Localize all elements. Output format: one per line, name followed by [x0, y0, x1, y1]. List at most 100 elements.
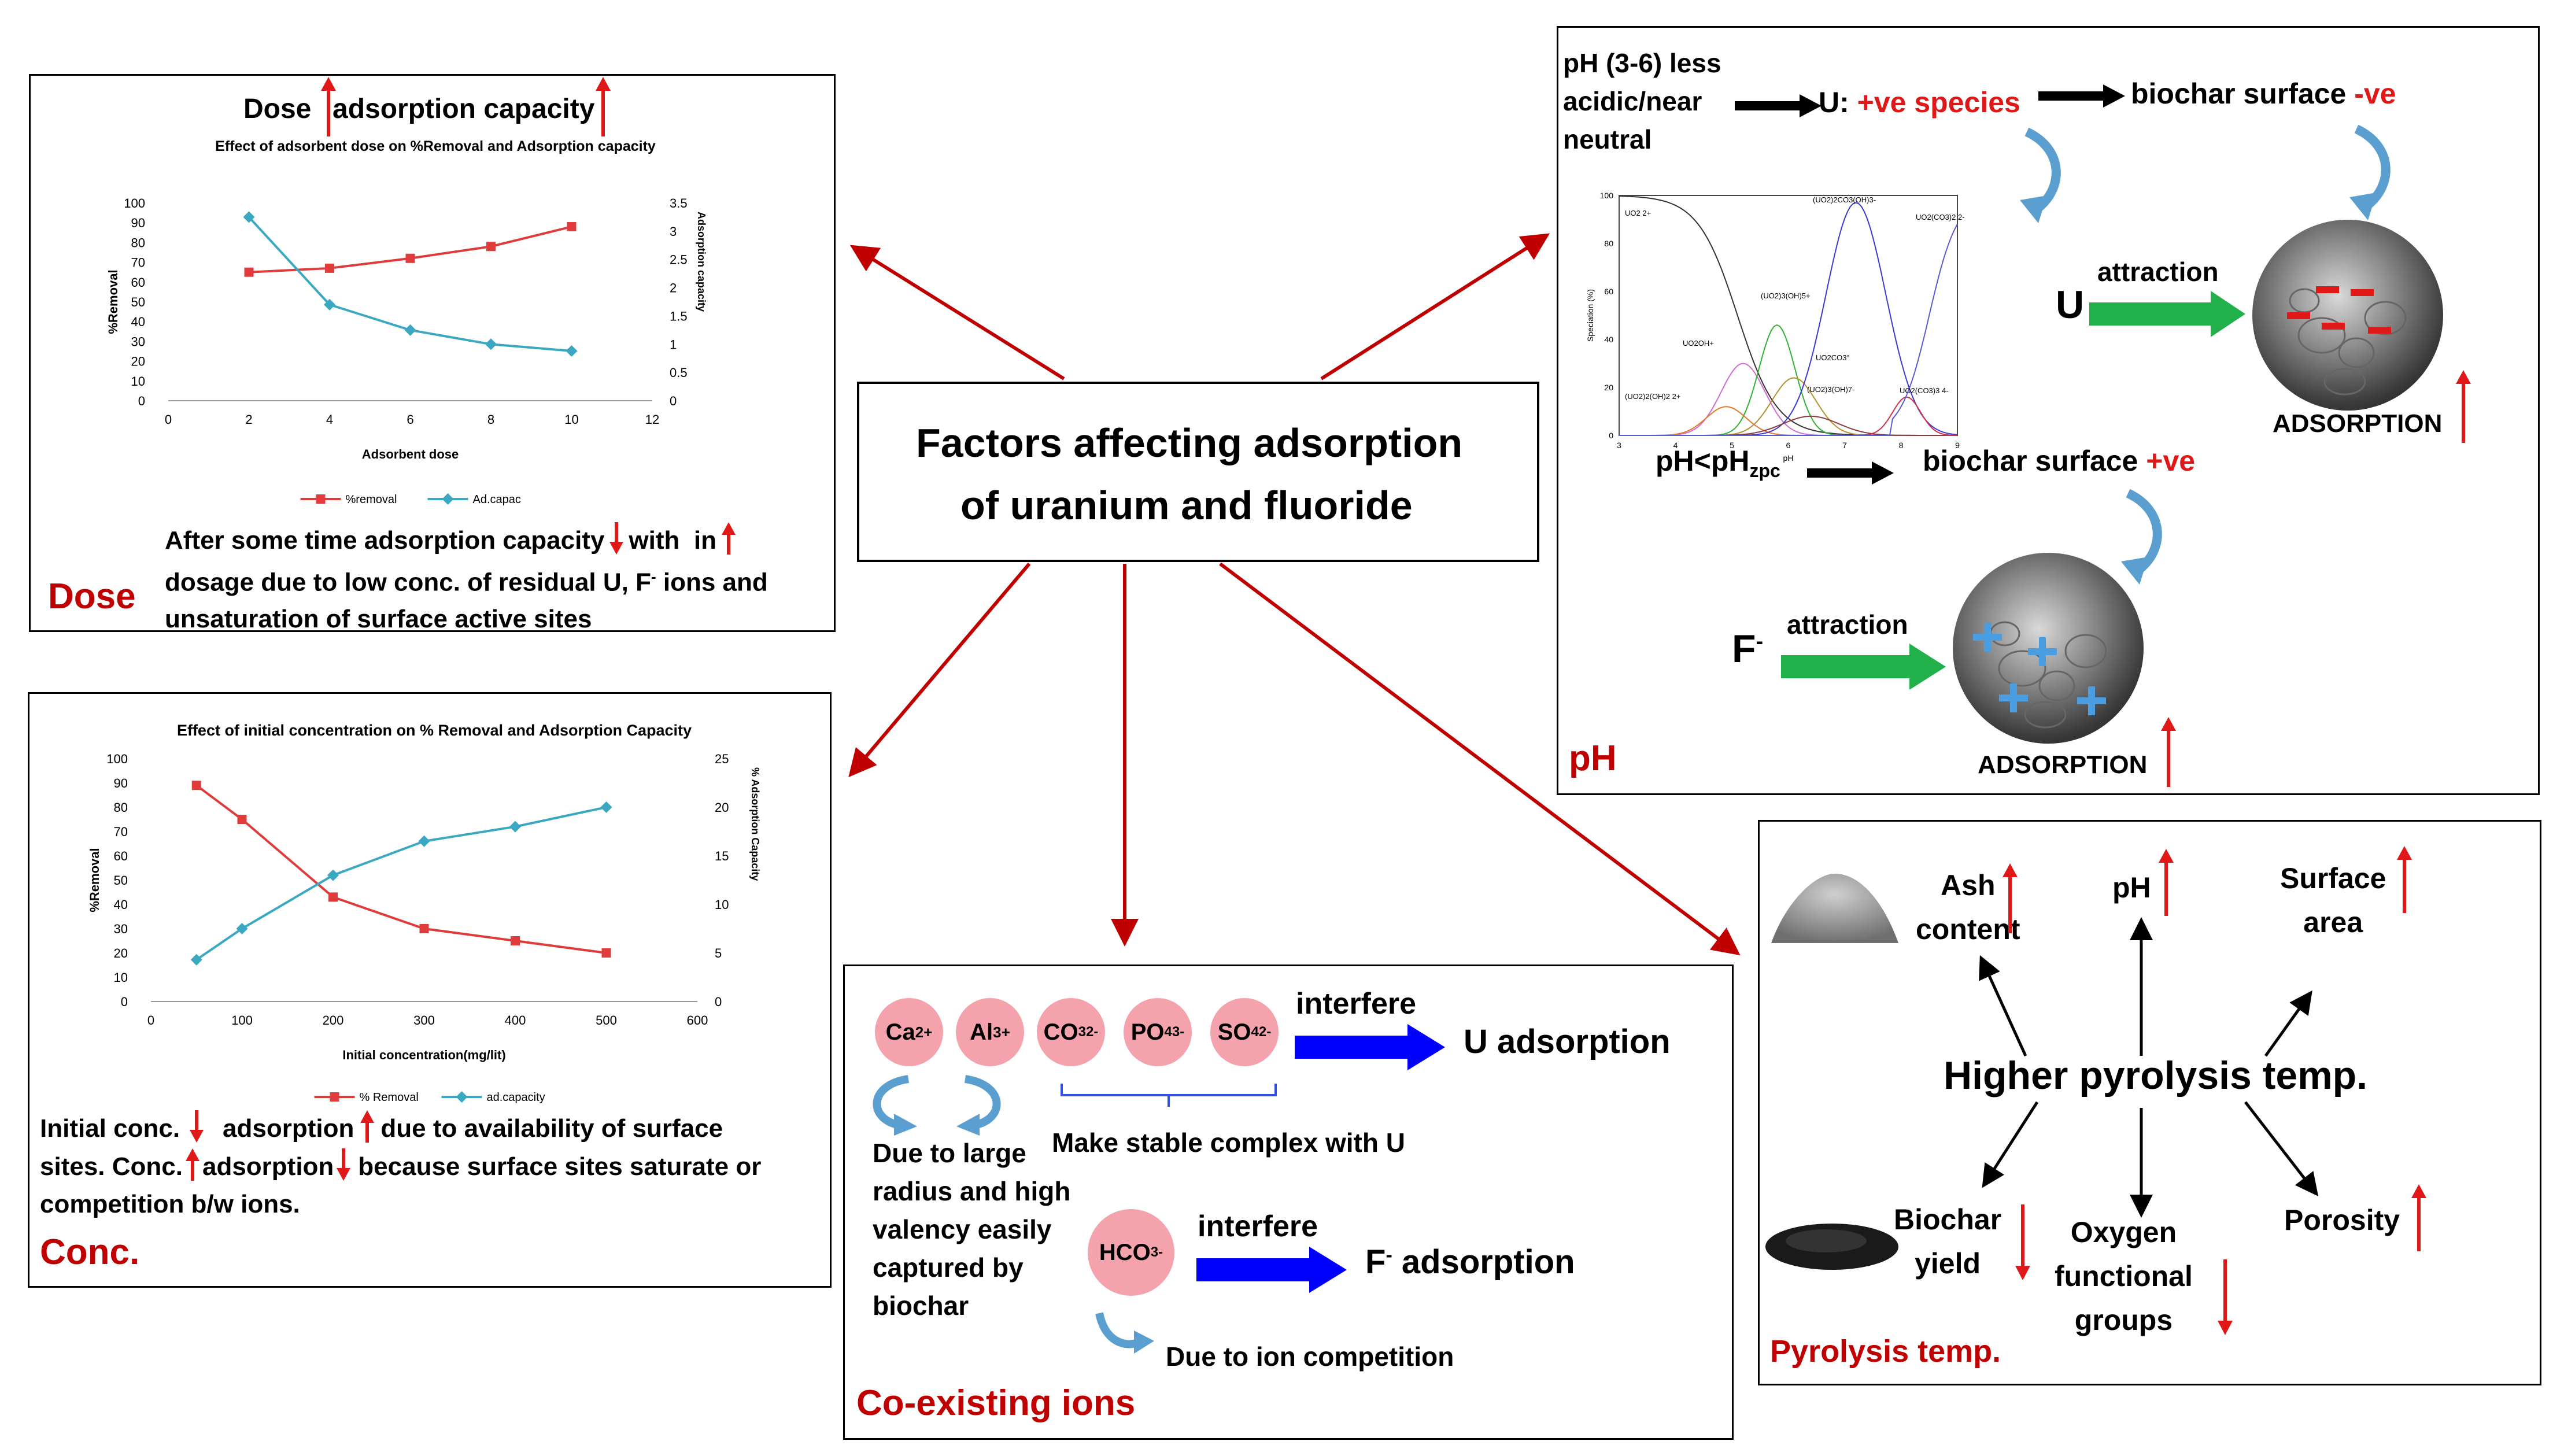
x-axis-label: Initial concentration(mg/lit) — [342, 1048, 505, 1062]
series-line — [195, 784, 607, 954]
legend-marker — [442, 493, 454, 505]
conc-panel-label: Conc. — [40, 1232, 140, 1272]
f-label-sup: - — [1756, 629, 1764, 654]
dose-note-l1a: After some time adsorption capacity — [165, 526, 605, 555]
curved-arrow-icon — [956, 1075, 1001, 1136]
dose-panel: Dose adsorption capacity Effect of adsor… — [29, 74, 836, 633]
data-point — [418, 835, 430, 847]
x-tick-label: 400 — [505, 1013, 526, 1028]
data-point — [191, 781, 201, 790]
ion-co3-text: CO — [1043, 1019, 1078, 1045]
y2-tick-label: 0 — [715, 995, 722, 1009]
data-point — [325, 263, 334, 273]
u-species-label: U: +ve species — [1819, 86, 2020, 119]
y-tick-label: 40 — [131, 315, 145, 329]
u-species-prefix: U: — [1819, 86, 1857, 119]
u-adsorption-text: U adsorption — [1464, 1023, 1671, 1060]
up-arrow-icon — [321, 77, 336, 136]
spec-y-tick: 40 — [1604, 335, 1613, 344]
surface-negative-label: biochar surface -ve — [2131, 77, 2396, 110]
surface-l1: Surface — [2280, 862, 2386, 895]
data-point — [567, 222, 577, 232]
data-point — [324, 298, 335, 311]
y-tick-label: 100 — [124, 196, 145, 210]
x-tick-label: 500 — [596, 1013, 617, 1028]
y2-tick-label: 20 — [715, 800, 729, 815]
data-point — [237, 815, 247, 824]
x-tick-label: 300 — [413, 1013, 435, 1028]
dose-note-l2c: ions and — [656, 568, 768, 597]
blue-arrow-icon — [1295, 1024, 1445, 1070]
cation-exp-l2: radius and high — [873, 1176, 1071, 1206]
data-point — [566, 345, 578, 357]
series-line — [195, 806, 607, 961]
y-tick-label: 50 — [114, 873, 128, 888]
spec-x-tick: 4 — [1673, 441, 1678, 450]
data-point — [243, 211, 255, 223]
legend-label: %removal — [346, 493, 397, 506]
x-tick-label: 2 — [245, 412, 252, 427]
biochar-negative-surface-image — [2252, 220, 2443, 411]
positive-charge-icon — [1973, 621, 2107, 729]
adsorption-label-u: ADSORPTION — [2273, 409, 2443, 438]
ash-content-label: Ash content — [1916, 863, 2020, 951]
black-arrow-icon — [1807, 461, 1894, 485]
surface-l2: area — [2303, 906, 2363, 938]
pyrolysis-arrows — [1979, 917, 2319, 1218]
y-tick-label: 80 — [131, 235, 145, 250]
x-tick-label: 600 — [687, 1013, 708, 1028]
legend-label: % Removal — [360, 1091, 419, 1104]
attraction-label-u: attraction — [2097, 257, 2219, 287]
curved-arrow-icon — [2121, 489, 2162, 585]
dose-note-l2b: - — [651, 568, 656, 585]
biochar-l2: yield — [1915, 1247, 1981, 1280]
cation-exp-l5: biochar — [873, 1291, 969, 1321]
species-label: UO2(CO3)3 4- — [1900, 386, 1949, 395]
y2-tick-label: 0 — [670, 394, 677, 408]
up-arrow-icon — [2159, 849, 2174, 916]
dose-note-l1b: with — [629, 526, 680, 555]
curved-arrow-icon — [1095, 1312, 1154, 1354]
spec-y-tick: 20 — [1604, 383, 1613, 392]
curved-arrow-icon — [2349, 124, 2391, 220]
y2-tick-label: 10 — [715, 897, 729, 912]
ion-al-text: Al — [970, 1019, 993, 1045]
y-axis-label: %Removal — [87, 848, 102, 912]
oxygen-groups-label: Oxygen functional groups — [2055, 1210, 2193, 1342]
ion-ca-text: Ca — [885, 1019, 915, 1045]
down-arrow-icon — [2218, 1259, 2233, 1335]
u-adsorption-target: U adsorption — [1464, 1022, 1671, 1061]
spec-x-tick: 3 — [1617, 441, 1621, 450]
speciation-curve — [1619, 224, 1958, 436]
dose-chart: Effect of adsorbent dose on %Removal and… — [106, 138, 707, 506]
biochar-l1: Biochar — [1894, 1203, 2002, 1236]
species-label: UO2OH+ — [1683, 339, 1714, 348]
spec-x-tick: 9 — [1955, 441, 1960, 450]
data-point — [486, 242, 496, 252]
legend-marker — [330, 1092, 339, 1102]
x-tick-label: 10 — [564, 412, 578, 427]
species-label: UO2(CO3)2 2- — [1916, 213, 1965, 221]
dose-note-l1c: in — [693, 526, 716, 555]
data-point — [328, 892, 338, 902]
ph-panel-label: pH — [1569, 738, 1617, 778]
conc-note-l2c: because surface sites saturate or — [358, 1152, 762, 1181]
down-arrow-icon — [190, 1110, 204, 1143]
legend-label: Ad.capac — [473, 493, 521, 506]
y2-tick-label: 2.5 — [670, 253, 688, 267]
up-arrow-icon — [2411, 1184, 2426, 1251]
x-axis-label: Adsorbent dose — [362, 447, 459, 461]
conc-note-l1a: Initial conc. — [40, 1114, 180, 1143]
species-label: UO2 2+ — [1625, 209, 1651, 217]
ph-cond1-l1: pH (3-6) less — [1563, 48, 1721, 78]
x-tick-label: 12 — [645, 412, 659, 427]
y2-tick-label: 2 — [670, 281, 677, 295]
y-tick-label: 20 — [131, 354, 145, 369]
